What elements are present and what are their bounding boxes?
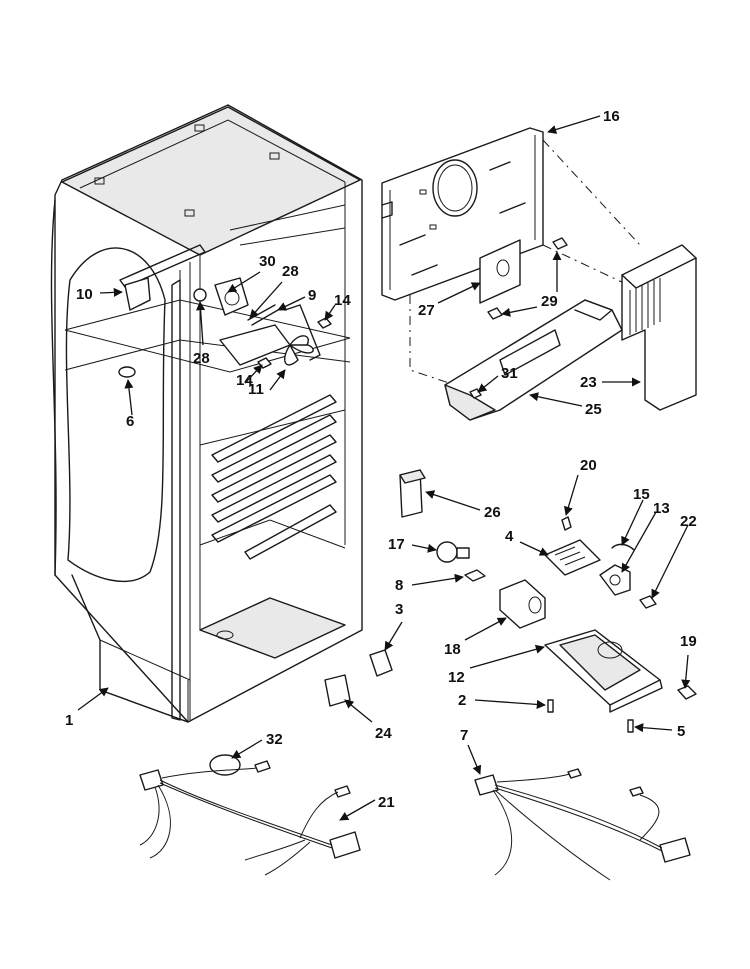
- label-23: 23: [580, 374, 597, 391]
- thermostat-13: [599, 564, 631, 596]
- connector-19: [677, 685, 697, 700]
- wire-tie-32: [209, 754, 241, 776]
- socket-8: [464, 569, 486, 582]
- label-19: 19: [680, 633, 697, 650]
- part-labels: 16 10 30 28 9 14 28 14 11 6 27 29 31 23 …: [65, 108, 697, 811]
- wire-harness-21: [139, 754, 361, 876]
- label-22: 22: [680, 513, 697, 530]
- bracket-10: [124, 277, 151, 311]
- label-12: 12: [448, 669, 465, 686]
- label-21: 21: [378, 794, 395, 811]
- air-duct-23: [621, 244, 697, 411]
- screw-29a: [552, 237, 568, 250]
- cover-18: [499, 579, 546, 629]
- label-20: 20: [580, 457, 597, 474]
- label-31: 31: [501, 365, 518, 382]
- screw-2: [547, 699, 554, 713]
- control-parts: [324, 469, 697, 733]
- label-5: 5: [677, 723, 685, 740]
- bulb-17: [436, 541, 458, 563]
- leader-lines: [77, 115, 691, 821]
- clip-15: [611, 543, 635, 551]
- screw-5: [627, 719, 634, 733]
- relay-3: [369, 649, 393, 677]
- evaporator-cover-16: [381, 127, 661, 391]
- label-2: 2: [458, 692, 466, 709]
- label-17: 17: [388, 536, 405, 553]
- label-9: 9: [308, 287, 316, 304]
- label-30: 30: [259, 253, 276, 270]
- label-1: 1: [65, 712, 73, 729]
- screw-29b: [487, 307, 503, 320]
- cabinet-components: [118, 277, 332, 378]
- label-8: 8: [395, 577, 403, 594]
- label-25: 25: [585, 401, 602, 418]
- control-board-4: [544, 539, 601, 576]
- label-27: 27: [418, 302, 435, 319]
- label-6: 6: [126, 413, 134, 430]
- plug-6: [118, 366, 136, 378]
- knob-22: [639, 595, 657, 609]
- label-28a: 28: [193, 350, 210, 367]
- screw-20: [561, 516, 572, 531]
- label-7: 7: [460, 727, 468, 744]
- fan-blade-11: [284, 335, 314, 366]
- label-3: 3: [395, 601, 403, 618]
- fan-motor-30: [214, 277, 249, 316]
- label-32: 32: [266, 731, 283, 748]
- label-13: 13: [653, 500, 670, 517]
- label-11: 11: [248, 381, 264, 398]
- label-24: 24: [375, 725, 392, 742]
- label-14b: 14: [236, 372, 253, 389]
- label-29: 29: [541, 293, 558, 310]
- spring-9: [284, 304, 321, 361]
- clip-28a: [193, 288, 207, 302]
- cabinet-liner: [50, 104, 363, 723]
- label-4: 4: [505, 528, 514, 545]
- label-18: 18: [444, 641, 461, 658]
- label-14a: 14: [334, 292, 351, 309]
- control-housing-25: [444, 299, 623, 421]
- label-26: 26: [484, 504, 501, 521]
- label-16: 16: [603, 108, 620, 125]
- label-15: 15: [633, 486, 650, 503]
- label-28b: 28: [282, 263, 299, 280]
- wire-harness-7: [474, 768, 691, 881]
- label-10: 10: [76, 286, 93, 303]
